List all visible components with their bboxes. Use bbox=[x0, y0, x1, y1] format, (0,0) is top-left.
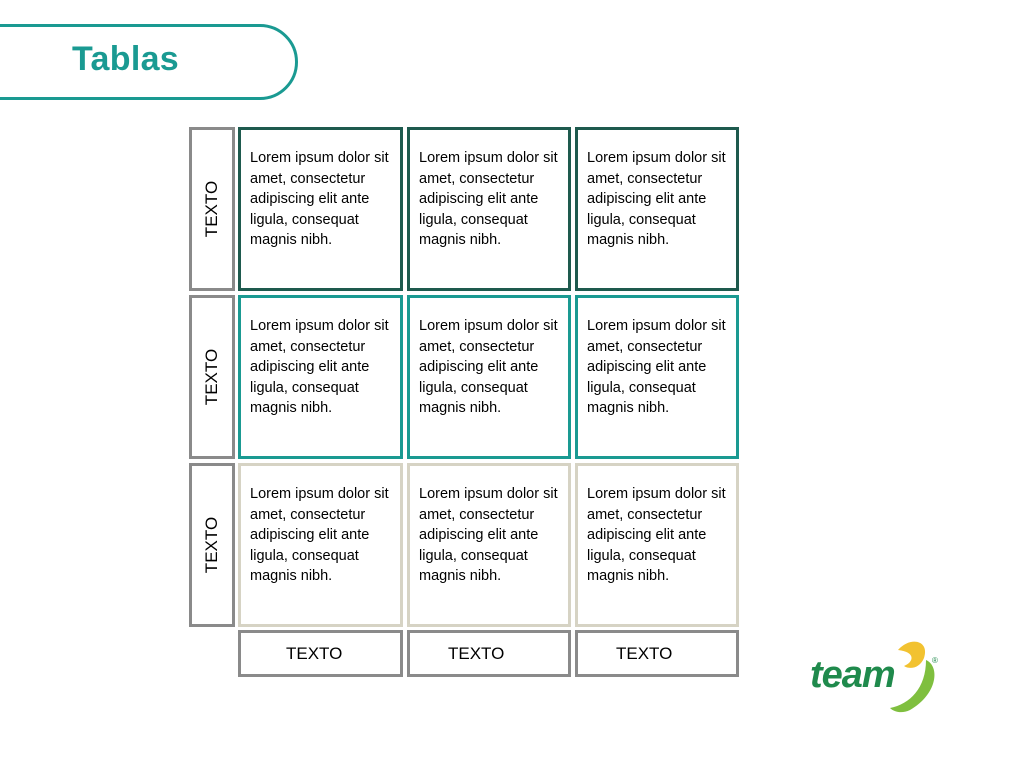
table-cell-r2-c2: Lorem ipsum dolor sit amet, consectetur … bbox=[407, 295, 571, 459]
column-header-2: TEXTO bbox=[407, 630, 571, 677]
column-header-3: TEXTO bbox=[575, 630, 739, 677]
table-cell-r2-c1: Lorem ipsum dolor sit amet, consectetur … bbox=[238, 295, 403, 459]
column-header-label: TEXTO bbox=[286, 643, 343, 663]
logo-wordmark: team bbox=[810, 654, 896, 696]
row-header-3: TEXTO bbox=[189, 463, 235, 627]
column-header-label: TEXTO bbox=[616, 643, 673, 663]
registered-mark: ® bbox=[932, 656, 938, 665]
cell-text: Lorem ipsum dolor sit amet, consectetur … bbox=[419, 486, 558, 584]
row-header-label: TEXTO bbox=[202, 516, 221, 574]
row-header-2: TEXTO bbox=[189, 295, 235, 459]
cell-text: Lorem ipsum dolor sit amet, consectetur … bbox=[587, 486, 726, 584]
cell-text: Lorem ipsum dolor sit amet, consectetur … bbox=[587, 318, 726, 416]
cell-text: Lorem ipsum dolor sit amet, consectetur … bbox=[587, 150, 726, 248]
row-header-label: TEXTO bbox=[202, 348, 221, 406]
table-cell-r3-c3: Lorem ipsum dolor sit amet, consectetur … bbox=[575, 463, 739, 627]
row-header-label: TEXTO bbox=[202, 180, 221, 238]
cell-text: Lorem ipsum dolor sit amet, consectetur … bbox=[250, 318, 389, 416]
table-cell-r3-c1: Lorem ipsum dolor sit amet, consectetur … bbox=[238, 463, 403, 627]
row-header-1: TEXTO bbox=[189, 127, 235, 291]
table-cell-r1-c1: Lorem ipsum dolor sit amet, consectetur … bbox=[238, 127, 403, 291]
column-header-1: TEXTO bbox=[238, 630, 403, 677]
title-pill bbox=[0, 24, 298, 100]
cell-text: Lorem ipsum dolor sit amet, consectetur … bbox=[250, 486, 389, 584]
cell-text: Lorem ipsum dolor sit amet, consectetur … bbox=[250, 150, 389, 248]
table-cell-r1-c2: Lorem ipsum dolor sit amet, consectetur … bbox=[407, 127, 571, 291]
cell-text: Lorem ipsum dolor sit amet, consectetur … bbox=[419, 150, 558, 248]
page-title: Tablas bbox=[72, 40, 179, 78]
table-cell-r2-c3: Lorem ipsum dolor sit amet, consectetur … bbox=[575, 295, 739, 459]
table-cell-r1-c3: Lorem ipsum dolor sit amet, consectetur … bbox=[575, 127, 739, 291]
team-logo: team ® bbox=[806, 636, 946, 716]
table-cell-r3-c2: Lorem ipsum dolor sit amet, consectetur … bbox=[407, 463, 571, 627]
team-logo-icon bbox=[890, 641, 935, 713]
column-header-label: TEXTO bbox=[448, 643, 505, 663]
cell-text: Lorem ipsum dolor sit amet, consectetur … bbox=[419, 318, 558, 416]
